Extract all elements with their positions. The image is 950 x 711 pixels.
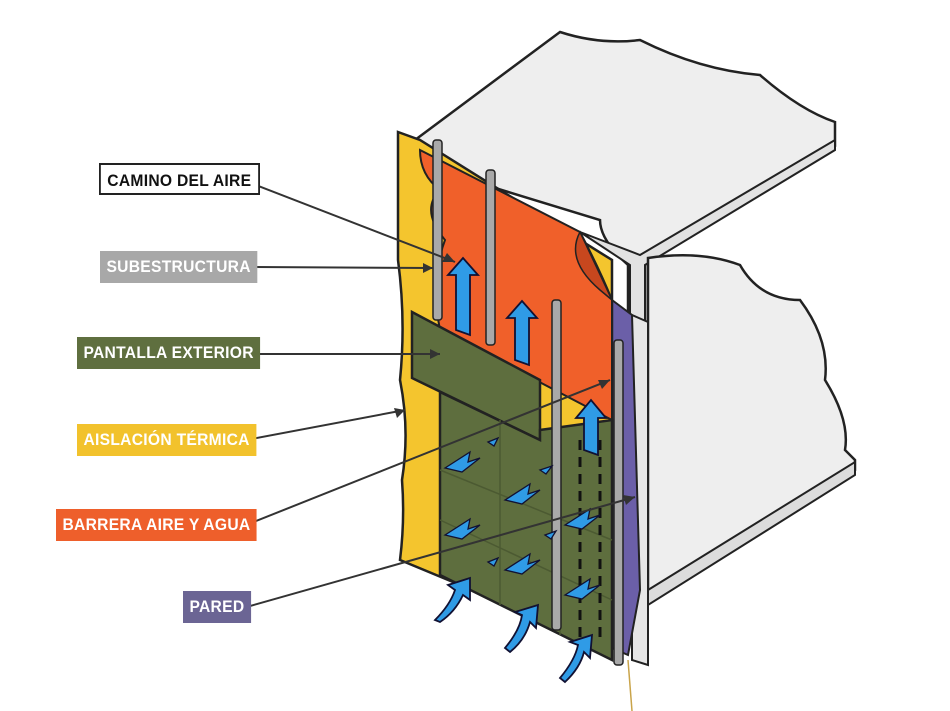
airflow-up-arrows bbox=[446, 256, 608, 457]
rails bbox=[432, 139, 624, 666]
upper-slab-front bbox=[579, 138, 836, 332]
drip-line bbox=[627, 659, 633, 711]
lower-slab bbox=[646, 254, 857, 603]
leader-subestructura bbox=[245, 266, 434, 269]
label-pantalla-exterior: PANTALLA EXTERIOR bbox=[77, 337, 261, 369]
label-barrera-aire-y-agua: BARRERA AIRE Y AGUA bbox=[56, 509, 257, 541]
label-aislacion-termica: AISLACIÓN TÉRMICA bbox=[77, 424, 257, 456]
leader-lines bbox=[242, 181, 636, 609]
airflow-screen-arrows bbox=[443, 436, 601, 600]
leader-aislacion bbox=[245, 409, 406, 441]
leader-camino bbox=[247, 181, 456, 263]
leader-pared bbox=[242, 496, 636, 609]
leader-barrera bbox=[245, 379, 611, 526]
airflow-bottom-arrows bbox=[433, 576, 594, 684]
label-pared: PARED bbox=[183, 591, 251, 623]
label-camino-del-aire: CAMINO DEL AIRE bbox=[99, 163, 260, 195]
leader-arrowheads bbox=[394, 253, 635, 505]
barrier-fold bbox=[574, 230, 613, 301]
label-subestructura: SUBESTRUCTURA bbox=[100, 251, 258, 283]
